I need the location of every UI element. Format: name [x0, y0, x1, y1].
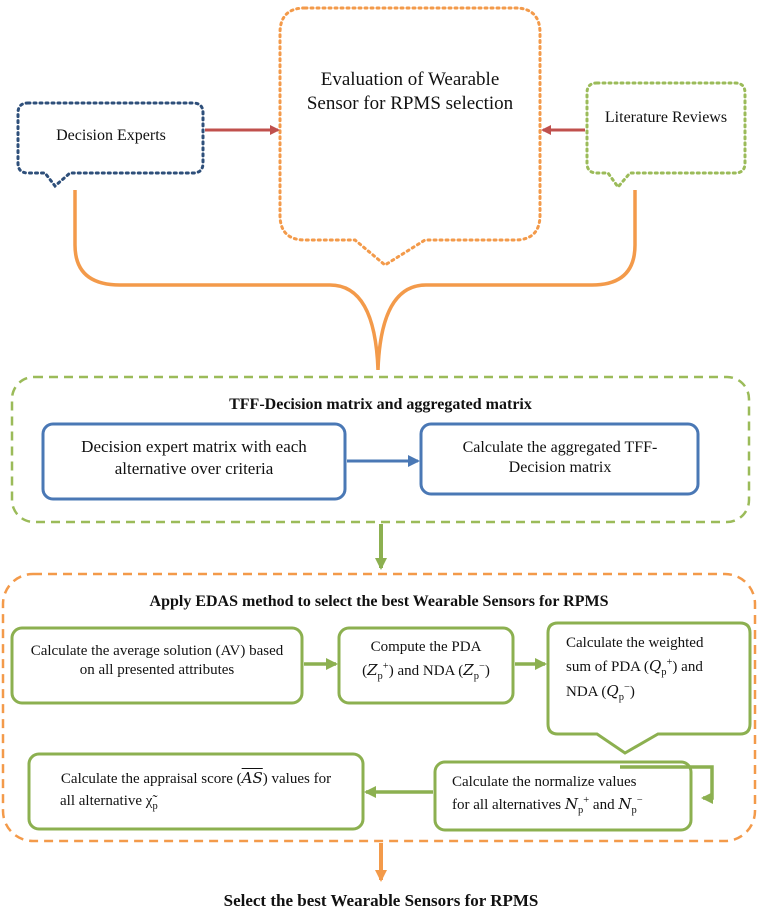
- weighted-line3: NDA (Qp−): [566, 680, 736, 704]
- normalize-line2: for all alternatives Np+ and Np−: [452, 794, 687, 817]
- edas-step-appraisal-box: [27, 752, 365, 831]
- n-minus-sub: p: [631, 804, 637, 816]
- weighted-line1: Calculate the weighted: [566, 635, 704, 651]
- right-callout-shape: [585, 81, 747, 190]
- left-callout-shape: [16, 101, 205, 189]
- n-plus-sub: p: [578, 804, 584, 816]
- nda-sup: −: [478, 661, 485, 673]
- edas-step-appraisal-label: Calculate the appraisal score (AS) value…: [40, 768, 352, 813]
- n-minus-sup: −: [636, 794, 643, 806]
- pda-sup: +: [382, 661, 389, 673]
- decision-experts-label: Decision Experts: [56, 127, 166, 144]
- q-plus-sup: +: [666, 657, 673, 669]
- edas-step-normalize-label: Calculate the normalize values for all a…: [452, 772, 687, 817]
- appraisal-line1-pre: Calculate the appraisal score (: [60, 771, 242, 787]
- edas-step-weighted-sum-box: [546, 621, 752, 755]
- pda-symbol: Z: [367, 661, 378, 680]
- pda-line1: Compute the PDA: [370, 639, 482, 655]
- pda-end: ): [484, 663, 490, 680]
- pda-mid: ) and NDA (: [388, 663, 464, 680]
- chi-sub: p: [152, 800, 158, 812]
- normalize-and: and: [592, 796, 615, 813]
- edas-section-title: Apply EDAS method to select the best Wea…: [149, 593, 609, 610]
- weighted-line2-text: sum of PDA (: [566, 659, 649, 676]
- edas-step-average-label: Calculate the average solution (AV) base…: [30, 643, 284, 679]
- appraisal-line1: Calculate the appraisal score (AS) value…: [40, 768, 352, 791]
- pda-open: (: [362, 663, 368, 680]
- n-plus-symbol: N: [564, 794, 578, 813]
- arrow-weighted-to-normalize: [620, 765, 714, 804]
- n-minus-symbol: N: [618, 794, 632, 813]
- tff-section-title: TFF-Decision matrix and aggregated matri…: [229, 396, 532, 413]
- tff-box-expert-matrix: [41, 422, 347, 501]
- q-minus-sub: p: [618, 691, 624, 703]
- literature-reviews-label: Literature Reviews: [604, 109, 728, 126]
- normalize-line2-text: for all alternatives: [452, 796, 562, 813]
- as-symbol: AS: [241, 769, 263, 787]
- edas-step-pda-nda-label: Compute the PDA (Zp+) and NDA (Zp−): [342, 638, 510, 683]
- center-callout-label: Evaluation of Wearable Sensor for RPMS s…: [306, 69, 514, 115]
- appraisal-line2: all alternative χ̃p: [40, 791, 352, 813]
- edas-step-weighted-label: Calculate the weighted sum of PDA (Qp+) …: [566, 632, 736, 704]
- weighted-mid: ) and: [672, 659, 703, 676]
- weighted-end: ): [629, 683, 635, 700]
- final-result-label: Select the best Wearable Sensors for RPM…: [223, 891, 539, 910]
- merge-brace: [73, 190, 637, 371]
- normalize-line1: Calculate the normalize values: [452, 774, 637, 790]
- edas-section-container: [1, 572, 757, 843]
- q-minus-symbol: Q: [606, 681, 619, 700]
- pda-sub: p: [377, 671, 383, 683]
- tff-box-expert-matrix-label: Decision expert matrix with each alterna…: [81, 437, 307, 478]
- weighted-line2: sum of PDA (Qp+) and: [566, 655, 736, 679]
- edas-step-normalize-box: [433, 760, 693, 832]
- nda-sub: p: [473, 671, 479, 683]
- pda-line2: (Zp+) and NDA (Zp−): [342, 661, 510, 683]
- edas-step-pda-nda-box: [337, 626, 515, 705]
- appraisal-line1-post: ) values for: [262, 771, 332, 787]
- center-callout-shape: [278, 6, 542, 267]
- q-minus-sup: −: [623, 681, 630, 693]
- q-plus-symbol: Q: [648, 657, 662, 676]
- tff-box-aggregated: [419, 422, 700, 496]
- edas-step-average-box: [10, 626, 304, 705]
- weighted-line3-text: NDA (: [566, 683, 607, 700]
- tff-box-aggregated-label: Calculate the aggregated TFF-Decision ma…: [462, 439, 658, 477]
- appraisal-line2-text: all alternative: [60, 792, 143, 809]
- n-plus-sup: +: [583, 794, 590, 806]
- chi-symbol: χ̃: [145, 792, 153, 809]
- q-plus-sub: p: [661, 667, 667, 679]
- tff-section-container: [10, 375, 751, 524]
- nda-symbol: Z: [463, 661, 474, 680]
